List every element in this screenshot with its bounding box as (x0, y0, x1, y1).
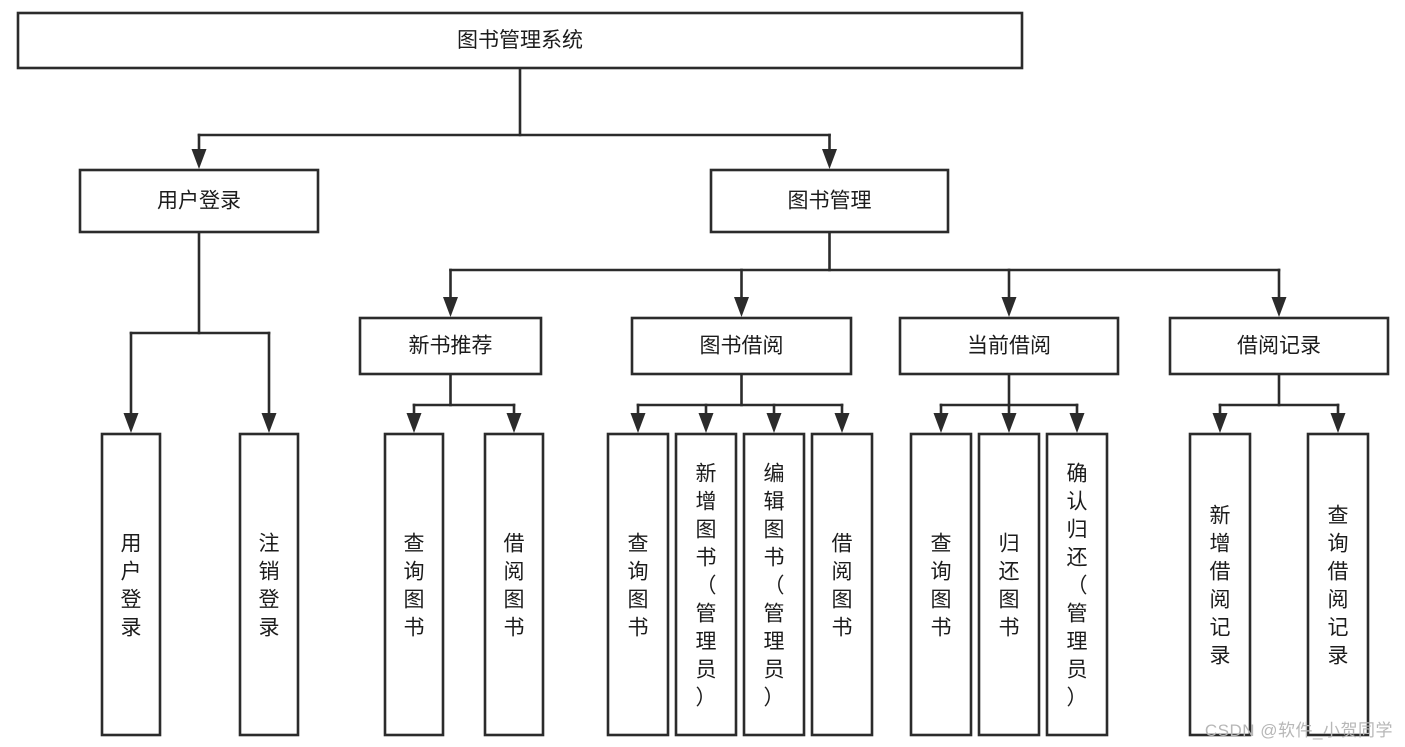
node-leaf-borrow-book-brw-box[interactable] (810, 432, 874, 737)
borrow-records-fan-arrow-0 (1212, 413, 1228, 433)
node-leaf-user-logout[interactable]: 注销登录 (238, 432, 300, 737)
node-leaf-query-book-rec[interactable]: 查询图书 (383, 432, 445, 737)
node-leaf-confirm-return[interactable]: 确认归还（管理员） (1045, 432, 1109, 737)
node-leaf-query-book-cur-label: 查询图书 (931, 532, 952, 639)
node-leaf-borrow-book-rec-box[interactable] (483, 432, 545, 737)
node-leaf-add-book-admin[interactable]: 新增图书（管理员） (674, 432, 738, 737)
root-fan-arrow-1 (822, 149, 837, 169)
node-leaf-add-book-admin-box[interactable] (674, 432, 738, 737)
node-leaf-add-book-admin-label: 新增图书（管理员） (696, 462, 717, 709)
node-leaf-return-book-label: 归还图书 (999, 532, 1020, 639)
node-leaf-user-login-label: 用户登录 (121, 532, 142, 639)
node-leaf-add-borrow-rec[interactable]: 新增借阅记录 (1188, 432, 1252, 737)
current-borrow-fan-arrow-2 (1069, 413, 1085, 433)
node-book-borrow-box[interactable] (630, 316, 853, 376)
node-borrow-records[interactable]: 借阅记录 (1168, 316, 1390, 376)
node-leaf-add-borrow-rec-label: 新增借阅记录 (1210, 504, 1231, 667)
node-borrow-records-label: 借阅记录 (1237, 335, 1321, 358)
node-leaf-query-book-cur[interactable]: 查询图书 (909, 432, 973, 737)
node-leaf-user-login[interactable]: 用户登录 (100, 432, 162, 737)
node-leaf-query-borrow-rec-box[interactable] (1306, 432, 1370, 737)
book-management-fan-arrow-0 (443, 297, 458, 317)
node-user-login-box[interactable] (78, 168, 320, 234)
node-leaf-query-borrow-rec-label: 查询借阅记录 (1328, 504, 1349, 667)
book-management-fan-arrow-3 (1271, 297, 1287, 317)
node-leaf-query-book-brw-box[interactable] (606, 432, 670, 737)
node-root-system[interactable]: 图书管理系统 (16, 11, 1024, 70)
book-borrow-fan-arrow-2 (766, 413, 782, 433)
csdn-watermark: CSDN @软件_小贺同学 (1204, 721, 1393, 740)
book-borrow-fan-arrow-0 (630, 413, 646, 433)
node-book-borrow-label: 图书借阅 (700, 335, 784, 358)
node-user-login-label: 用户登录 (157, 190, 241, 213)
node-new-book-recommend[interactable]: 新书推荐 (358, 316, 543, 376)
node-book-management-box[interactable] (709, 168, 950, 234)
node-leaf-borrow-book-brw[interactable]: 借阅图书 (810, 432, 874, 737)
node-leaf-user-login-box[interactable] (100, 432, 162, 737)
node-leaf-confirm-return-label: 确认归还（管理员） (1067, 462, 1088, 709)
node-leaf-edit-book-admin-label: 编辑图书（管理员） (764, 462, 785, 709)
node-leaf-query-book-brw-label: 查询图书 (628, 532, 649, 639)
node-leaf-query-book-rec-label: 查询图书 (404, 532, 425, 639)
node-leaf-query-book-rec-box[interactable] (383, 432, 445, 737)
node-leaf-confirm-return-box[interactable] (1045, 432, 1109, 737)
node-current-borrow[interactable]: 当前借阅 (898, 316, 1120, 376)
node-leaf-borrow-book-brw-label: 借阅图书 (832, 532, 853, 639)
node-book-management-label: 图书管理 (788, 190, 872, 213)
node-book-borrow[interactable]: 图书借阅 (630, 316, 853, 376)
current-borrow-fan-arrow-0 (933, 413, 949, 433)
node-leaf-user-logout-box[interactable] (238, 432, 300, 737)
node-leaf-return-book[interactable]: 归还图书 (977, 432, 1041, 737)
node-leaf-query-borrow-rec[interactable]: 查询借阅记录 (1306, 432, 1370, 737)
book-borrow-fan-arrow-3 (834, 413, 850, 433)
node-new-book-recommend-label: 新书推荐 (409, 335, 493, 358)
node-current-borrow-box[interactable] (898, 316, 1120, 376)
book-borrow-fan-arrow-1 (698, 413, 714, 433)
node-user-login[interactable]: 用户登录 (78, 168, 320, 234)
book-management-fan-arrow-2 (1001, 297, 1017, 317)
node-leaf-return-book-box[interactable] (977, 432, 1041, 737)
connectors-layer (123, 66, 1346, 433)
node-current-borrow-label: 当前借阅 (967, 335, 1051, 358)
current-borrow-fan-arrow-1 (1001, 413, 1017, 433)
root-fan-arrow-0 (191, 149, 207, 169)
book-management-fan-arrow-1 (734, 297, 749, 317)
node-leaf-borrow-book-rec-label: 借阅图书 (504, 532, 525, 639)
node-leaf-edit-book-admin[interactable]: 编辑图书（管理员） (742, 432, 806, 737)
node-leaf-user-logout-label: 注销登录 (259, 532, 280, 639)
nodes-layer: 图书管理系统用户登录图书管理新书推荐图书借阅当前借阅借阅记录用户登录注销登录查询… (16, 11, 1390, 737)
user-login-fan-arrow-1 (261, 413, 277, 433)
borrow-records-fan-arrow-1 (1330, 413, 1346, 433)
node-leaf-query-book-cur-box[interactable] (909, 432, 973, 737)
node-book-management[interactable]: 图书管理 (709, 168, 950, 234)
node-root-system-box[interactable] (16, 11, 1024, 70)
node-root-system-label: 图书管理系统 (457, 29, 583, 52)
new-book-recommend-fan-arrow-0 (406, 413, 422, 433)
node-leaf-add-borrow-rec-box[interactable] (1188, 432, 1252, 737)
node-leaf-query-book-brw[interactable]: 查询图书 (606, 432, 670, 737)
new-book-recommend-fan-arrow-1 (506, 413, 522, 433)
node-leaf-edit-book-admin-box[interactable] (742, 432, 806, 737)
user-login-fan-arrow-0 (123, 413, 139, 433)
node-new-book-recommend-box[interactable] (358, 316, 543, 376)
node-borrow-records-box[interactable] (1168, 316, 1390, 376)
node-leaf-borrow-book-rec[interactable]: 借阅图书 (483, 432, 545, 737)
